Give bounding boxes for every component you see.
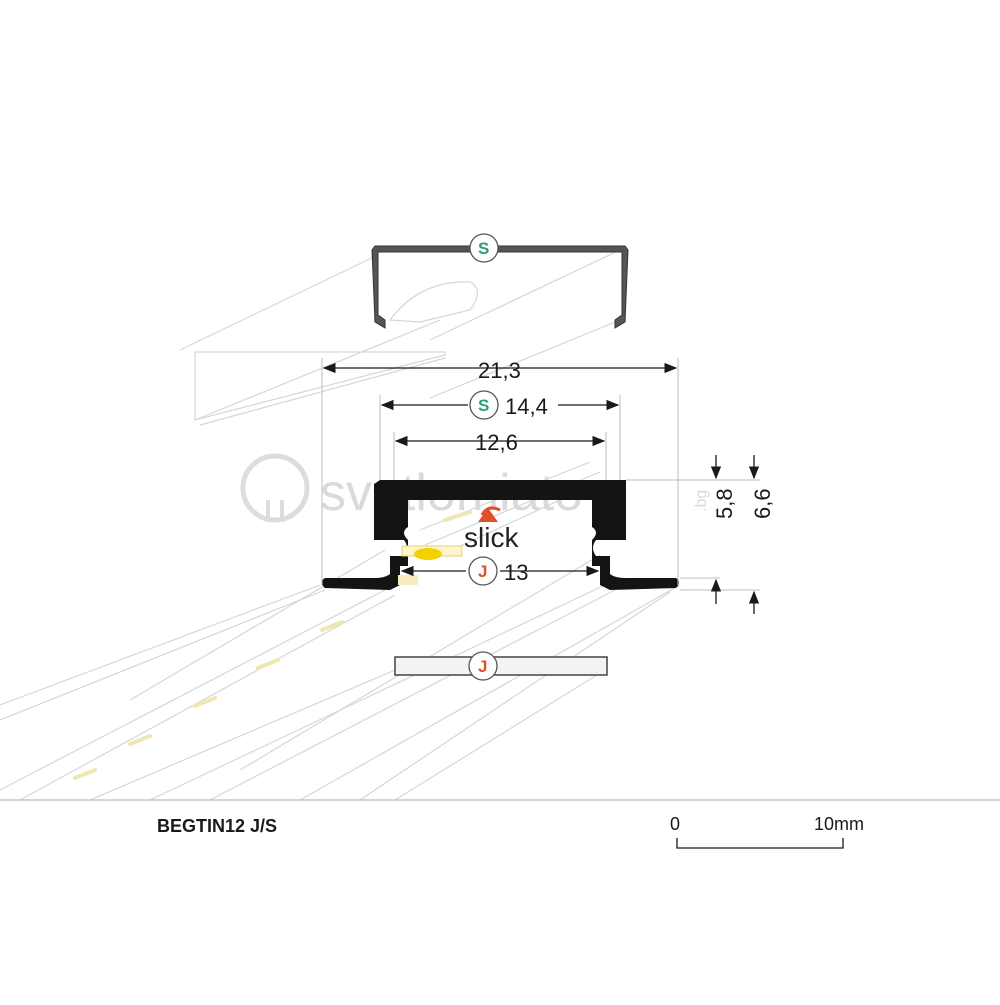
cover-s-shape — [371, 245, 629, 329]
dim-height-total: 6,6 — [750, 488, 775, 519]
scale-start-label: 0 — [670, 814, 680, 834]
badge-j-dim: J — [468, 556, 498, 586]
led-chip — [414, 548, 442, 560]
slick-logo: slick — [464, 506, 519, 553]
profile-body — [321, 480, 679, 590]
svg-text:J: J — [478, 562, 487, 581]
watermark-logo-icon — [240, 453, 310, 523]
slick-brand: slick — [464, 522, 519, 553]
perspective-lines — [0, 249, 681, 801]
svg-text:S: S — [478, 396, 489, 415]
scale-bar-line — [676, 838, 844, 849]
cover-j-shape — [394, 656, 608, 676]
perspective-leds — [73, 510, 472, 780]
watermark-suffix: .bg — [693, 490, 710, 512]
scale-bar: 0 10mm — [670, 814, 864, 849]
svg-text:S: S — [478, 239, 489, 258]
dim-inner-width: 12,6 — [475, 430, 518, 455]
dim-cover-j-width: 13 — [504, 560, 528, 585]
scale-end-label: 10mm — [814, 814, 864, 834]
extension-lines — [321, 358, 760, 591]
dimension-lines — [322, 362, 760, 614]
slick-arrow-icon — [478, 508, 498, 522]
dim-overall-width: 21,3 — [478, 358, 521, 383]
dim-height-body: 5,8 — [712, 488, 737, 519]
badge-s-dim: S — [469, 390, 499, 420]
svg-text:J: J — [478, 657, 487, 676]
led-strip-end — [398, 575, 418, 585]
product-name: BEGTIN12 J/S — [157, 816, 277, 836]
dim-cover-s-width: 14,4 — [505, 394, 548, 419]
badge-s-top: S — [469, 233, 499, 263]
badge-j-bottom: J — [468, 651, 498, 681]
